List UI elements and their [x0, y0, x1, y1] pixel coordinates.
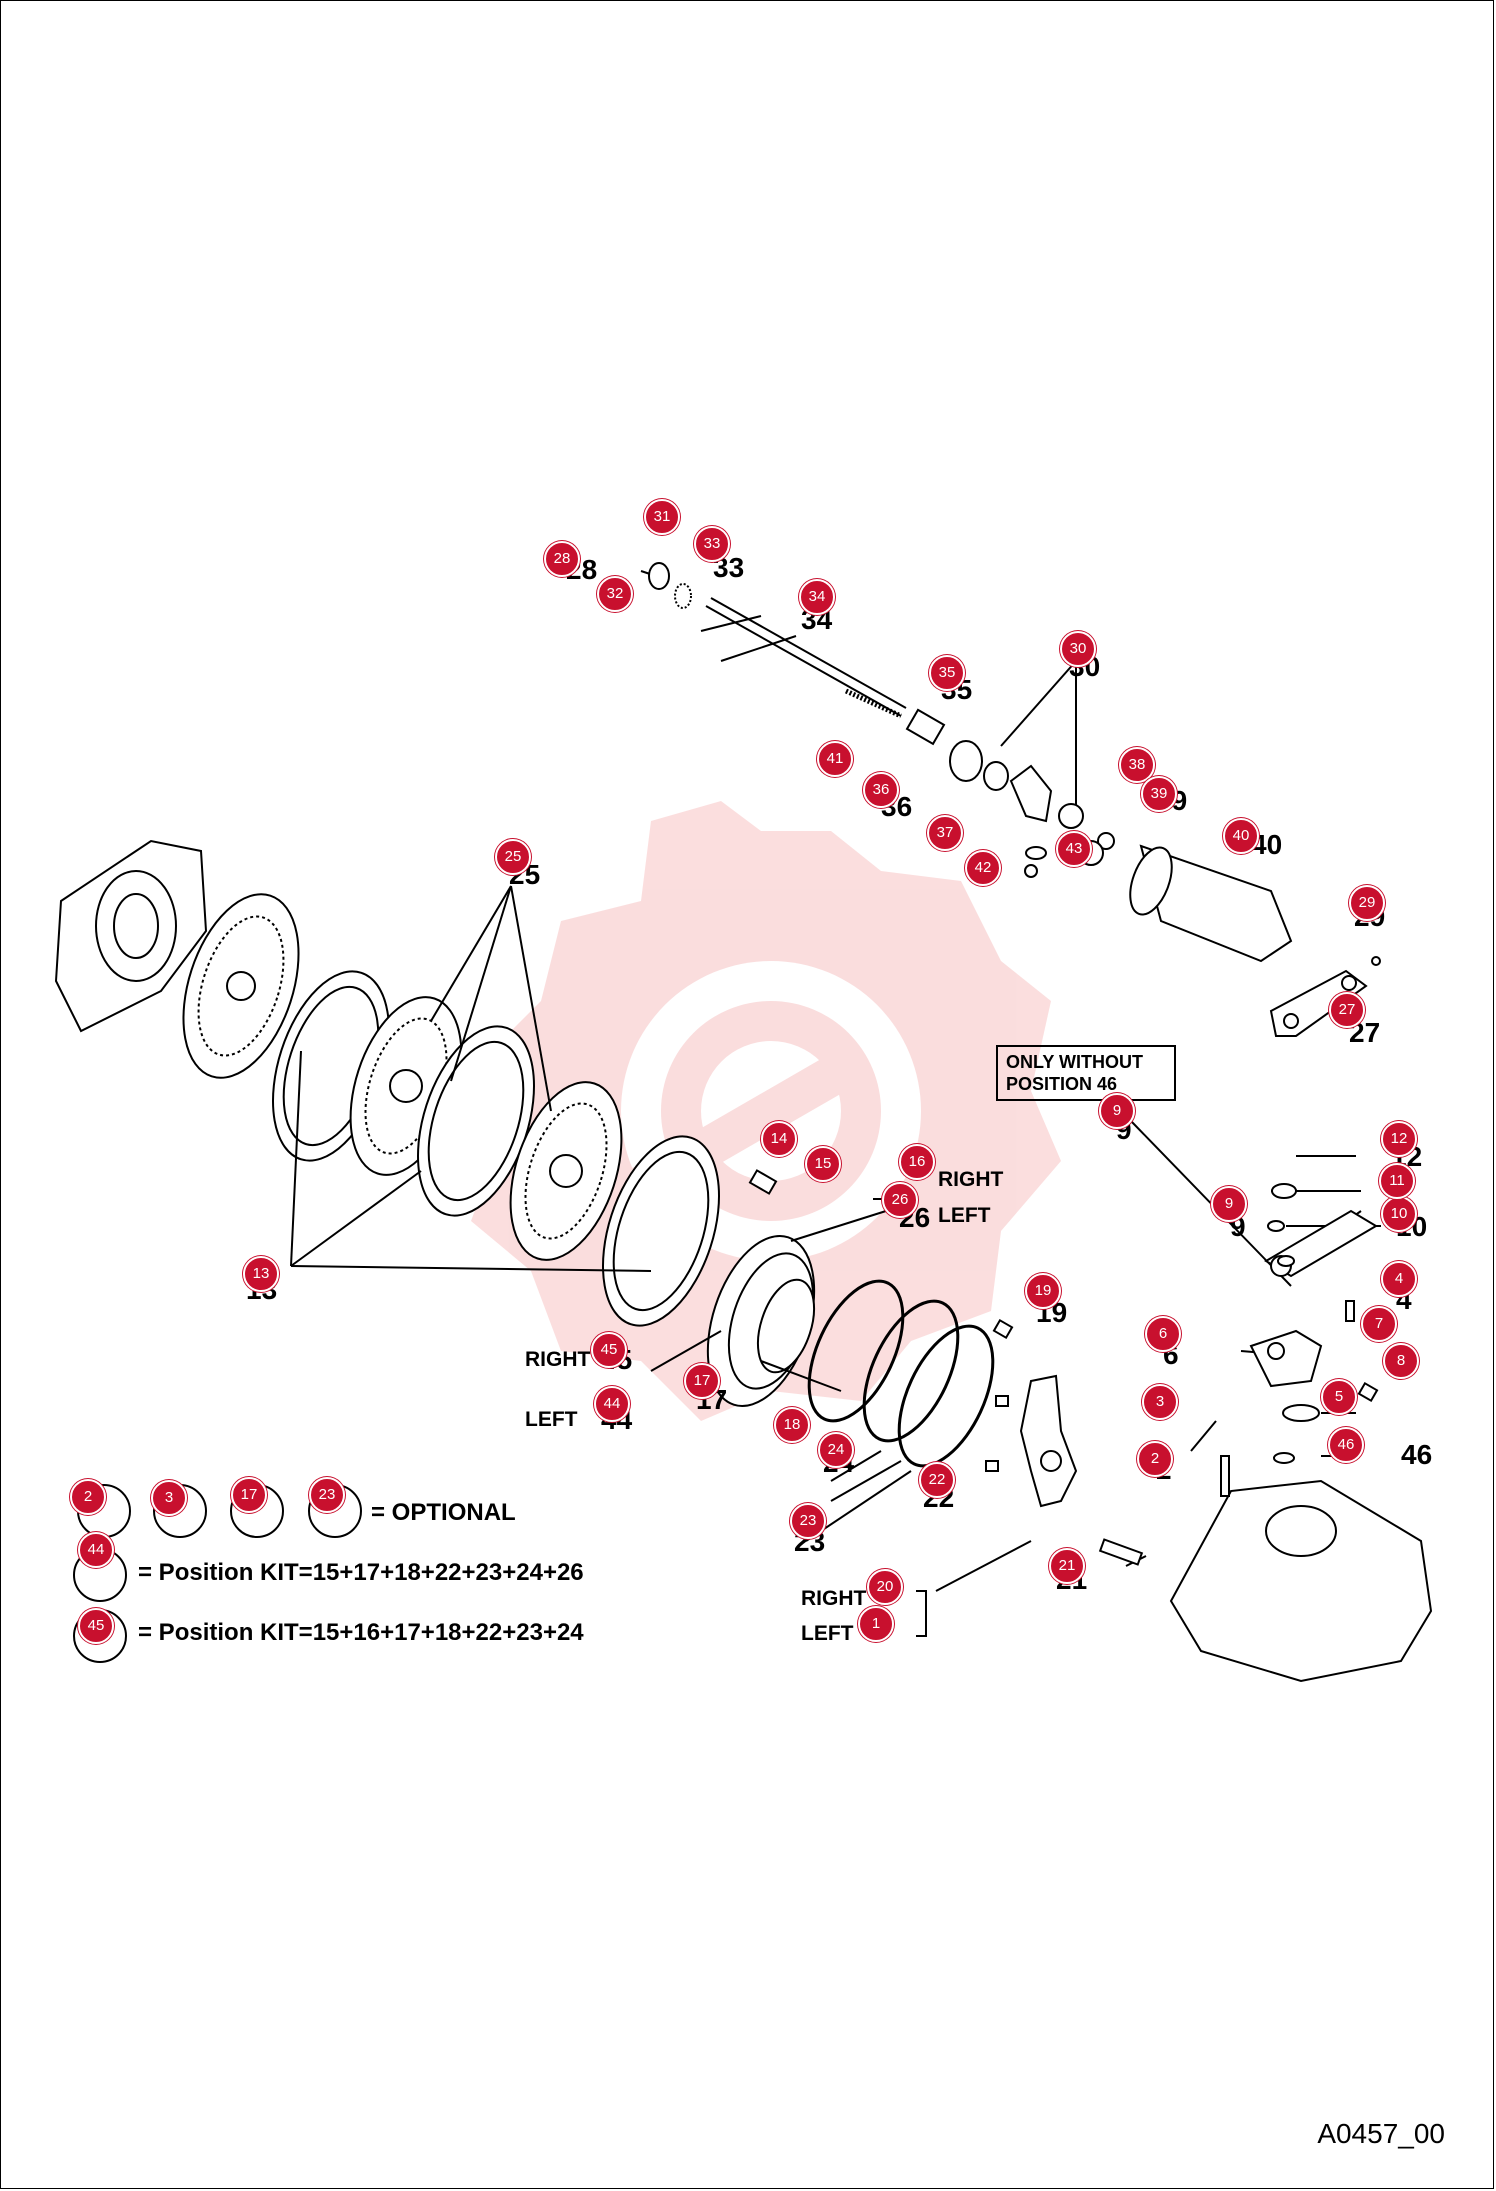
callout-20[interactable]: 20 [867, 1569, 903, 1605]
friction-disc-1 [182, 893, 300, 1079]
callout-13[interactable]: 13 [243, 1256, 279, 1292]
callout-8[interactable]: 8 [1383, 1343, 1419, 1379]
callout-7[interactable]: 7 [1361, 1306, 1397, 1342]
lever-10 [1264, 1183, 1378, 1278]
callout-1[interactable]: 1 [858, 1606, 894, 1642]
friction-disc-3 [509, 1081, 623, 1261]
axle-housing [1098, 1455, 1433, 1683]
legend-callout-3[interactable]: 3 [151, 1480, 187, 1516]
callout-30[interactable]: 30 [1060, 631, 1096, 667]
callout-46[interactable]: 46 [1328, 1427, 1364, 1463]
callout-6[interactable]: 6 [1145, 1316, 1181, 1352]
callout-41[interactable]: 41 [817, 741, 853, 777]
label-right-20: RIGHT [801, 1587, 867, 1610]
callout-33[interactable]: 33 [694, 526, 730, 562]
callout-14[interactable]: 14 [761, 1121, 797, 1157]
legend-callout-23[interactable]: 23 [309, 1477, 345, 1513]
legend-callout-45[interactable]: 45 [78, 1608, 114, 1644]
drawing-id: A0457_00 [1317, 2118, 1445, 2149]
callout-4[interactable]: 4 [1381, 1261, 1417, 1297]
callout-31[interactable]: 31 [644, 499, 680, 535]
callout-21[interactable]: 21 [1049, 1548, 1085, 1584]
callout-25[interactable]: 25 [495, 839, 531, 875]
label-left-1: LEFT [801, 1622, 854, 1645]
callout-35[interactable]: 35 [929, 655, 965, 691]
callout-9-top[interactable]: 9 [1099, 1093, 1135, 1129]
callout-16[interactable]: 16 [899, 1144, 935, 1180]
part-number-46: 46 [1401, 1439, 1433, 1470]
o-rings [807, 1279, 995, 1468]
legend-kit-45: = Position KIT=15+16+17+18+22+23+24 [138, 1619, 584, 1646]
callout-5[interactable]: 5 [1321, 1379, 1357, 1415]
callout-45[interactable]: 45 [591, 1332, 627, 1368]
callout-27[interactable]: 27 [1329, 992, 1365, 1028]
label-brackets [873, 1198, 927, 1637]
legend-callout-17[interactable]: 17 [231, 1477, 267, 1513]
adjusting-shaft [648, 562, 1115, 878]
callout-2[interactable]: 2 [1137, 1441, 1173, 1477]
bracket-6 [1249, 1300, 1379, 1464]
callout-44[interactable]: 44 [594, 1386, 630, 1422]
label-left-44: LEFT [525, 1408, 578, 1431]
label-right-16: RIGHT [938, 1168, 1004, 1191]
callout-42[interactable]: 42 [965, 850, 1001, 886]
callout-22[interactable]: 22 [919, 1462, 955, 1498]
callout-3[interactable]: 3 [1142, 1384, 1178, 1420]
callout-29[interactable]: 29 [1349, 885, 1385, 921]
callout-18[interactable]: 18 [774, 1407, 810, 1443]
legend-optional: = OPTIONAL [371, 1499, 516, 1526]
steel-plate-2 [417, 1025, 535, 1217]
label-left-26: LEFT [938, 1204, 991, 1227]
callout-15[interactable]: 15 [805, 1146, 841, 1182]
callout-24[interactable]: 24 [818, 1432, 854, 1468]
note-line-1: ONLY WITHOUT [1006, 1052, 1144, 1072]
callout-38[interactable]: 38 [1119, 747, 1155, 783]
callout-39[interactable]: 39 [1141, 776, 1177, 812]
lever-arm [748, 1169, 1078, 1508]
callout-19[interactable]: 19 [1025, 1273, 1061, 1309]
legend-kit-44: = Position KIT=15+17+18+22+23+24+26 [138, 1559, 584, 1586]
callout-9[interactable]: 9 [1211, 1186, 1247, 1222]
note-box: ONLY WITHOUT POSITION 46 [996, 1045, 1176, 1101]
callout-40[interactable]: 40 [1223, 818, 1259, 854]
callout-26[interactable]: 26 [882, 1182, 918, 1218]
lever-27 [1269, 956, 1381, 1037]
brake-piston [706, 1235, 816, 1407]
callout-12[interactable]: 12 [1381, 1121, 1417, 1157]
callout-43[interactable]: 43 [1056, 831, 1092, 867]
callout-11[interactable]: 11 [1379, 1163, 1415, 1199]
callout-10[interactable]: 10 [1381, 1196, 1417, 1232]
callout-23[interactable]: 23 [790, 1503, 826, 1539]
callout-17[interactable]: 17 [684, 1363, 720, 1399]
legend-callout-2[interactable]: 2 [70, 1479, 106, 1515]
callout-28[interactable]: 28 [544, 541, 580, 577]
callout-34[interactable]: 34 [799, 579, 835, 615]
brake-housing [54, 839, 208, 1033]
actuator-cylinder [1129, 844, 1293, 963]
legend-callout-44[interactable]: 44 [78, 1532, 114, 1568]
label-right-45: RIGHT [525, 1348, 591, 1371]
callout-36[interactable]: 36 [863, 772, 899, 808]
callout-32[interactable]: 32 [597, 576, 633, 612]
note-line-2: POSITION 46 [1006, 1074, 1118, 1094]
callout-37[interactable]: 37 [927, 815, 963, 851]
